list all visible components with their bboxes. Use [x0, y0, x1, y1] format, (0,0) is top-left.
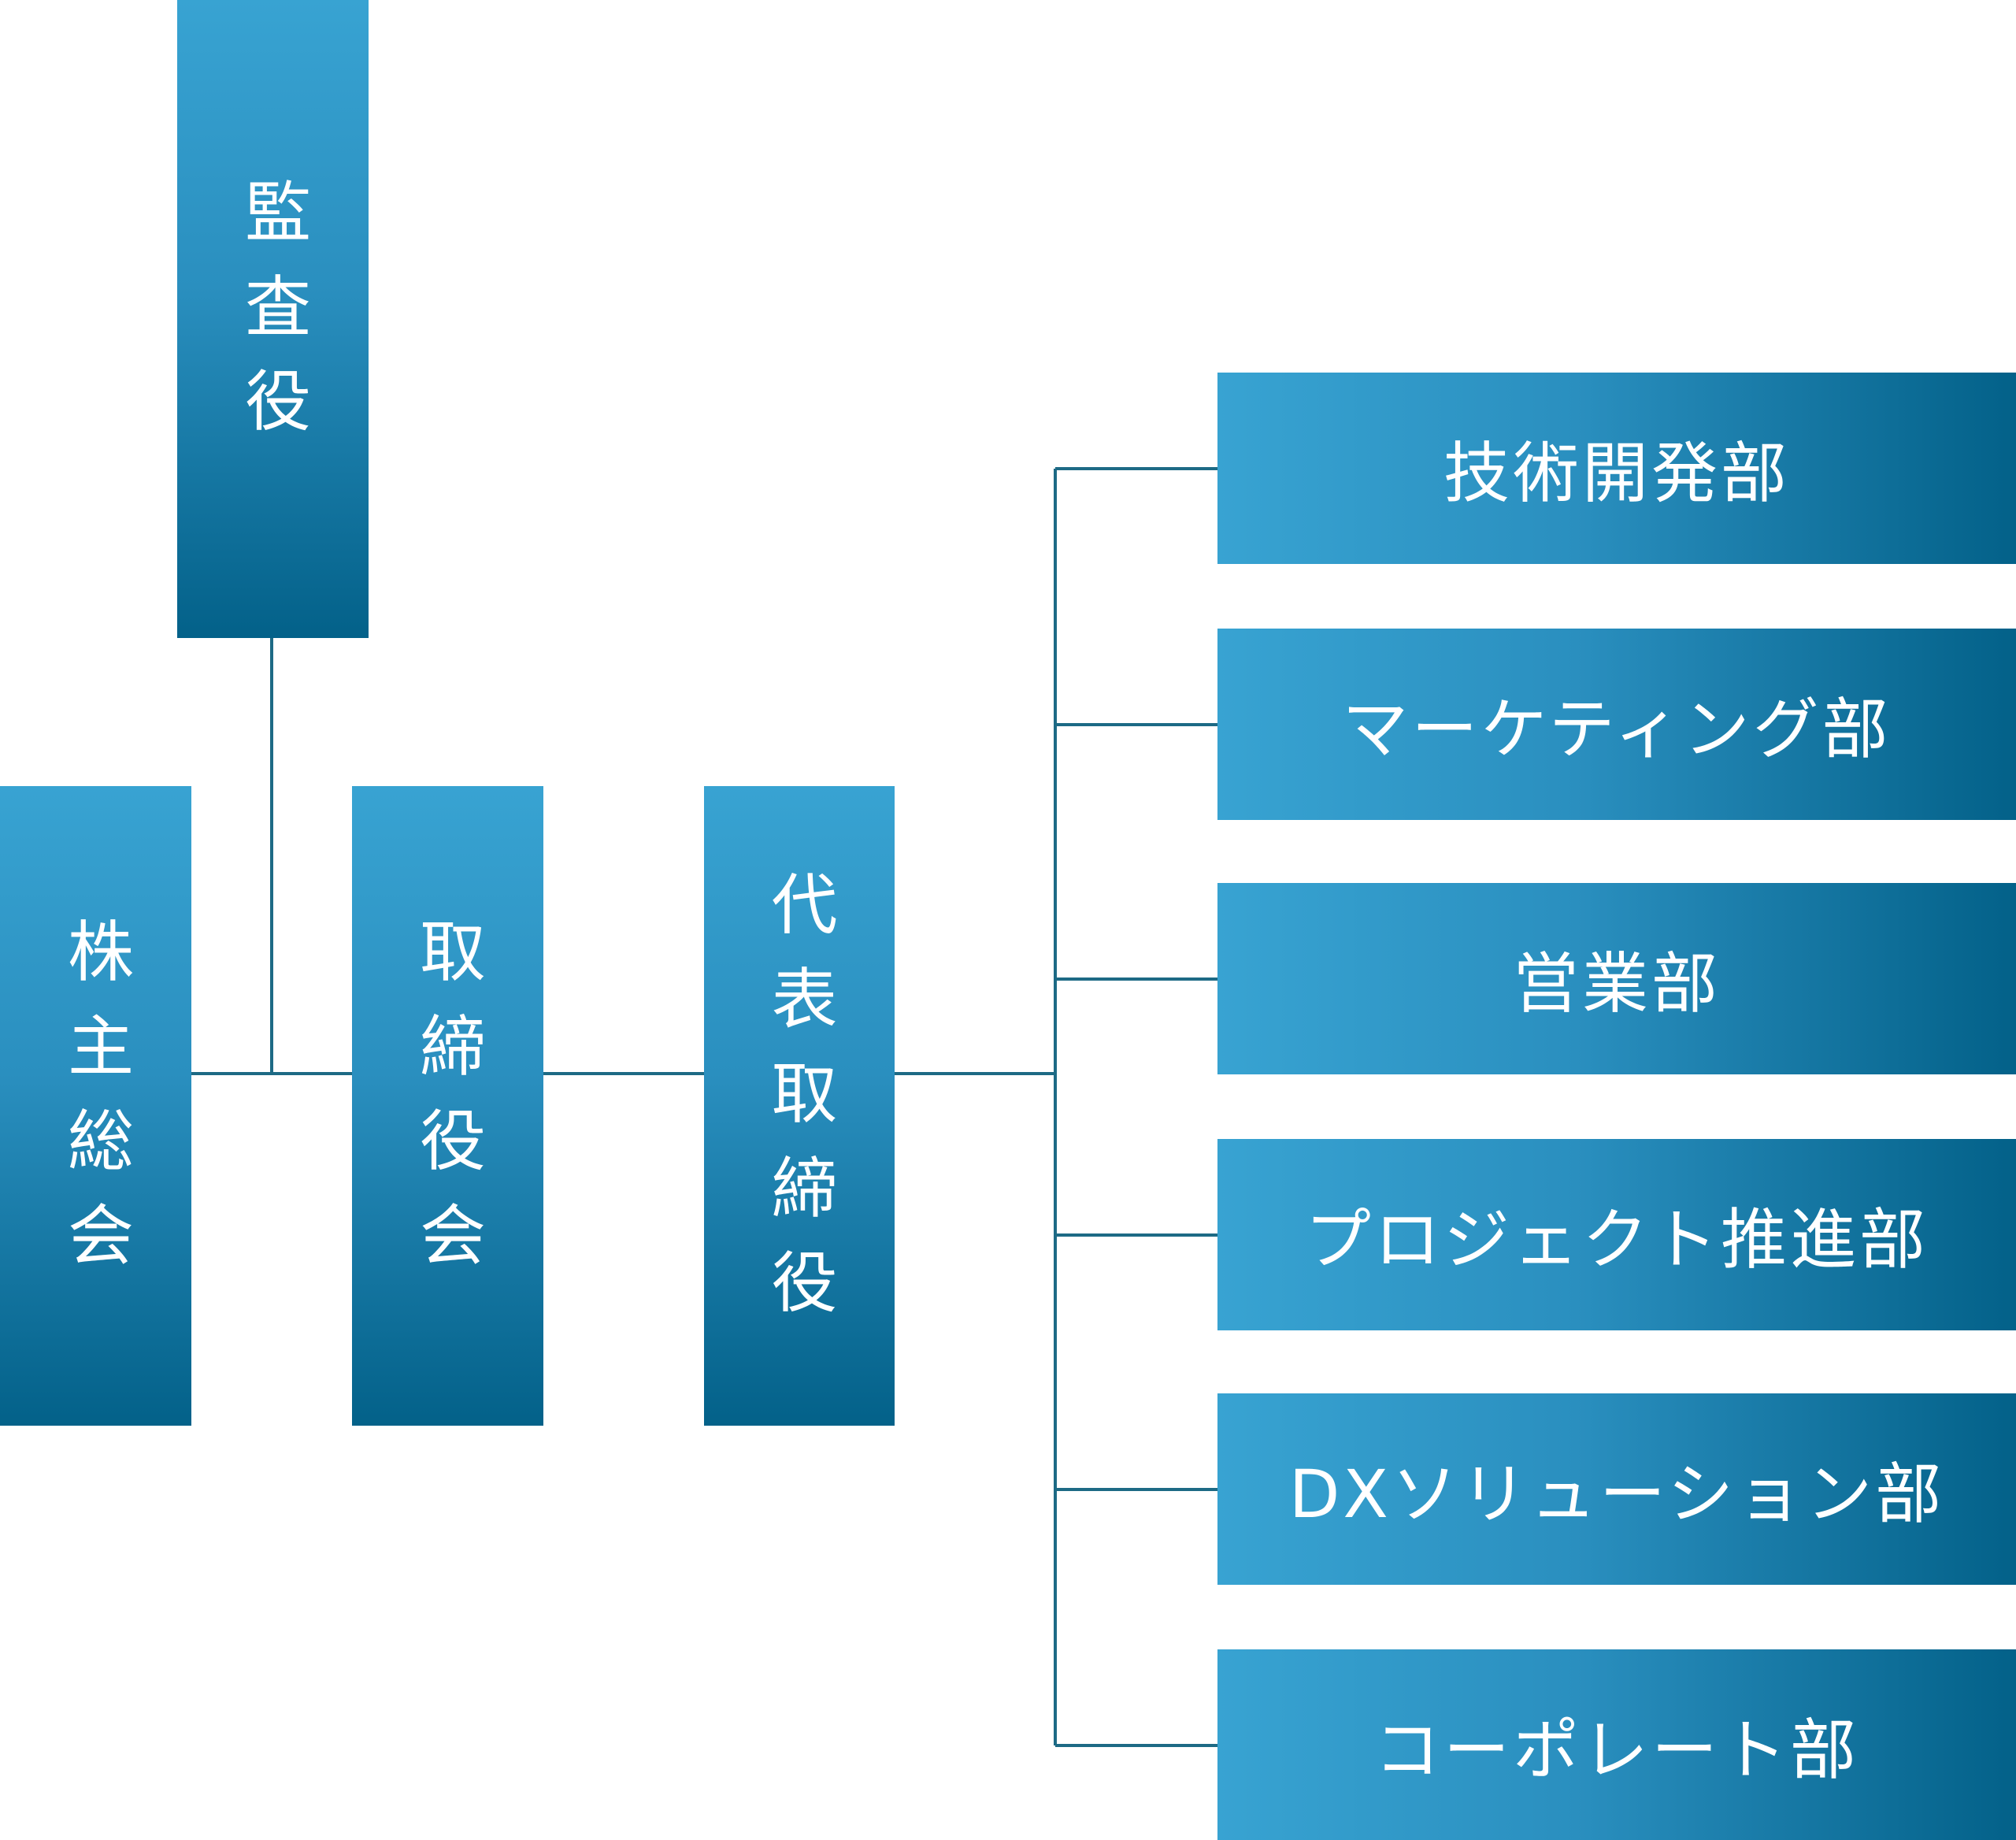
department-box: マーケティング部	[1217, 629, 2016, 820]
board-box: 取締役会	[352, 786, 543, 1426]
auditor-box: 監査役	[177, 0, 369, 638]
department-label: マーケティング部	[1342, 691, 1892, 768]
shareholders-box: 株主総会	[0, 786, 191, 1426]
department-box: プロジェクト推進部	[1217, 1139, 2016, 1330]
department-box: DXソリューション部	[1217, 1393, 2016, 1585]
department-label: 営業部	[1512, 945, 1721, 1022]
department-label: コーポレート部	[1373, 1711, 1859, 1789]
auditor-label: 監査役	[234, 177, 312, 461]
ceo-label: 代表取締役	[761, 870, 838, 1342]
department-label: プロジェクト推進部	[1304, 1201, 1929, 1278]
department-box: 営業部	[1217, 883, 2016, 1074]
ceo-box: 代表取締役	[704, 786, 895, 1426]
board-label: 取締役会	[409, 917, 487, 1295]
department-label: DXソリューション部	[1288, 1456, 1945, 1533]
department-box: コーポレート部	[1217, 1649, 2016, 1840]
department-box: 技術開発部	[1217, 373, 2016, 564]
shareholders-label: 株主総会	[57, 917, 135, 1295]
department-label: 技術開発部	[1443, 435, 1790, 512]
